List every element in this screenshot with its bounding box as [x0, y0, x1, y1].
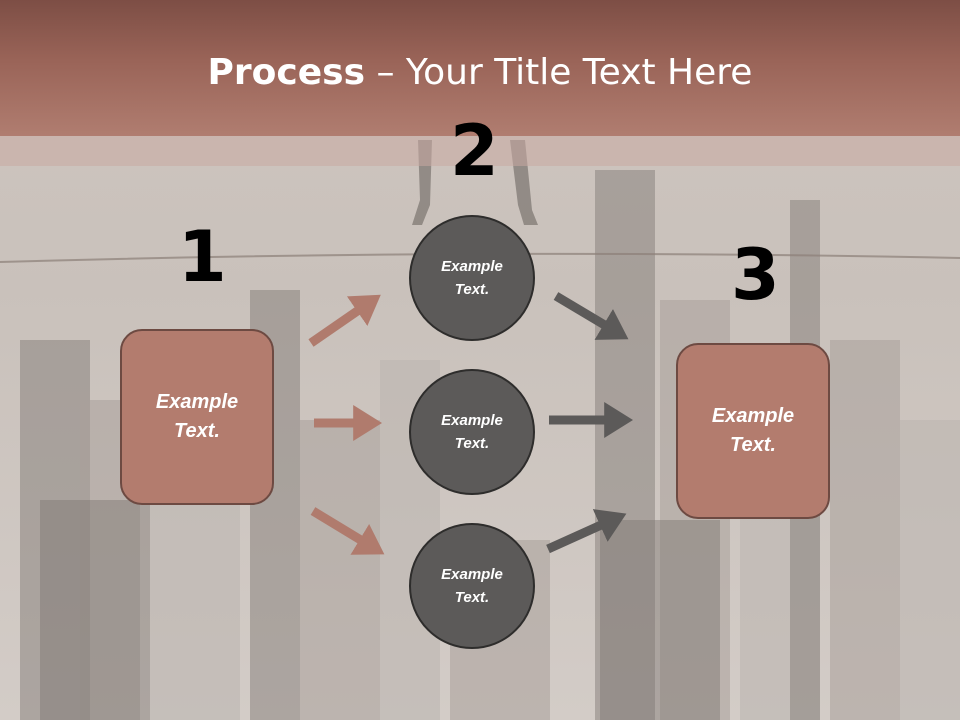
circle-bottom-line1: Example — [441, 566, 503, 583]
end-box-line1: Example — [711, 405, 795, 427]
title-bold: Process — [207, 52, 366, 93]
step-number-2: 2 — [450, 110, 499, 192]
start-box-line1: Example — [155, 391, 239, 413]
circle-top: Example Text. — [409, 215, 535, 341]
circle-bottom: Example Text. — [409, 523, 535, 649]
arrow-left-up — [308, 294, 381, 347]
start-box: Example Text. — [120, 329, 274, 505]
end-box: Example Text. — [676, 343, 830, 519]
circle-middle-line1: Example — [441, 412, 503, 429]
arrow-left-down — [310, 507, 385, 555]
end-box-line2: Text. — [730, 434, 776, 456]
circle-top-line1: Example — [441, 258, 503, 275]
slide-title: Process – Your Title Text Here — [0, 52, 960, 93]
circle-bottom-line2: Text. — [454, 589, 490, 606]
title-rest: – Your Title Text Here — [365, 52, 753, 93]
title-banner-band — [0, 136, 960, 166]
step-number-1: 1 — [178, 216, 227, 298]
circle-middle: Example Text. — [409, 369, 535, 495]
start-box-line2: Text. — [174, 420, 220, 442]
circle-top-line2: Text. — [454, 281, 490, 298]
arrow-right-up — [546, 509, 627, 554]
circle-middle-line2: Text. — [454, 435, 490, 452]
title-banner — [0, 0, 960, 136]
arrow-right-down — [553, 292, 629, 340]
step-number-3: 3 — [731, 234, 780, 316]
